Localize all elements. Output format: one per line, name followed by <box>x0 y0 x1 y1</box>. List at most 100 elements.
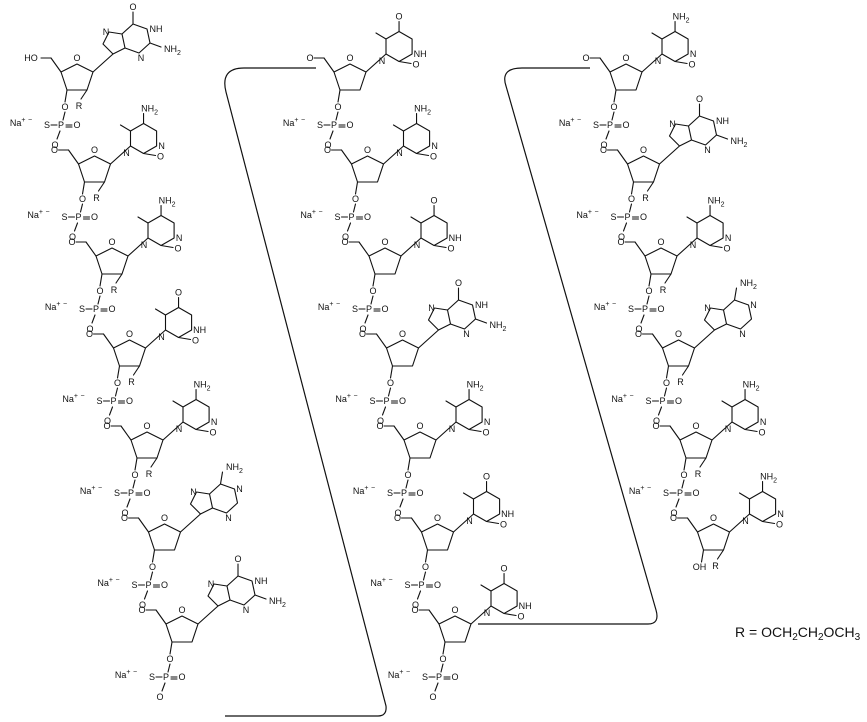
svg-text:O: O <box>635 324 642 334</box>
svg-text:S: S <box>628 304 634 314</box>
svg-text:N: N <box>777 509 784 519</box>
svg-text:Na+ −: Na+ − <box>10 117 32 128</box>
svg-text:O: O <box>210 428 217 438</box>
svg-text:N: N <box>739 329 746 339</box>
strand-connectors <box>224 67 658 717</box>
svg-text:O: O <box>617 237 624 247</box>
svg-text:NH: NH <box>475 300 488 310</box>
svg-text:O: O <box>451 605 458 615</box>
svg-text:O: O <box>640 212 647 222</box>
svg-text:O: O <box>483 428 490 438</box>
svg-text:Na+ −: Na+ − <box>353 485 375 496</box>
svg-text:N: N <box>742 516 749 526</box>
svg-text:P: P <box>128 488 134 498</box>
svg-text:P: P <box>163 672 169 682</box>
svg-text:O: O <box>161 513 168 523</box>
svg-text:P: P <box>642 304 648 314</box>
connector-strand1-strand2 <box>224 67 387 717</box>
svg-text:O: O <box>131 470 138 480</box>
svg-text:NH2: NH2 <box>760 472 777 485</box>
svg-text:O: O <box>161 580 168 590</box>
svg-text:P: P <box>624 212 630 222</box>
svg-text:NH2: NH2 <box>740 278 757 291</box>
svg-text:NH2: NH2 <box>490 320 507 333</box>
svg-text:NH2: NH2 <box>226 462 243 475</box>
svg-text:S: S <box>422 672 428 682</box>
svg-text:O: O <box>121 508 128 518</box>
svg-text:N: N <box>466 516 473 526</box>
svg-text:O: O <box>334 102 341 112</box>
svg-text:O: O <box>178 672 185 682</box>
svg-text:NH2: NH2 <box>673 12 690 25</box>
svg-text:O: O <box>430 152 437 162</box>
svg-text:P: P <box>366 304 372 314</box>
svg-text:O: O <box>342 232 349 242</box>
svg-text:O: O <box>439 654 446 664</box>
svg-text:N: N <box>449 424 456 434</box>
svg-text:P: P <box>677 488 683 498</box>
svg-text:N: N <box>484 608 491 618</box>
svg-text:R: R <box>111 285 118 295</box>
svg-text:O: O <box>501 564 508 574</box>
svg-text:O: O <box>126 396 133 406</box>
svg-text:O: O <box>483 472 490 482</box>
svg-text:O: O <box>422 562 429 572</box>
svg-text:O: O <box>696 94 703 104</box>
svg-text:Na+ −: Na+ − <box>115 669 137 680</box>
svg-text:O: O <box>324 145 331 155</box>
svg-text:N: N <box>414 240 421 250</box>
svg-text:NH2: NH2 <box>194 380 211 393</box>
svg-text:P: P <box>93 304 99 314</box>
svg-text:N: N <box>158 141 165 151</box>
svg-text:S: S <box>663 488 669 498</box>
svg-text:O: O <box>138 605 145 615</box>
svg-text:O: O <box>413 60 420 70</box>
svg-text:R: R <box>695 469 702 479</box>
svg-text:N: N <box>176 424 183 434</box>
svg-text:O: O <box>600 140 607 150</box>
connector-strand2-strand3 <box>478 67 658 625</box>
svg-text:R: R <box>712 561 719 571</box>
svg-text:NH: NH <box>449 233 462 243</box>
svg-text:P: P <box>436 672 442 682</box>
svg-text:N: N <box>379 56 386 66</box>
svg-text:O: O <box>381 237 388 247</box>
svg-text:O: O <box>724 244 731 254</box>
svg-text:O: O <box>675 329 682 339</box>
svg-text:O: O <box>108 304 115 314</box>
svg-text:O: O <box>51 140 58 150</box>
svg-text:O: O <box>324 140 331 150</box>
svg-text:O: O <box>455 278 462 288</box>
svg-text:R: R <box>93 193 100 203</box>
svg-text:P: P <box>75 212 81 222</box>
svg-text:O: O <box>670 513 677 523</box>
svg-text:N: N <box>690 240 697 250</box>
svg-text:N: N <box>760 417 767 427</box>
svg-text:NH: NH <box>150 24 163 34</box>
svg-text:P: P <box>331 120 337 130</box>
terminal-3-oxygen: O <box>429 692 436 702</box>
svg-text:O: O <box>192 336 199 346</box>
svg-text:S: S <box>149 672 155 682</box>
svg-text:S: S <box>593 120 599 130</box>
svg-text:O: O <box>404 470 411 480</box>
svg-text:O: O <box>157 152 164 162</box>
svg-text:O: O <box>79 194 86 204</box>
terminal-3-oxygen: O <box>156 692 163 702</box>
svg-text:O: O <box>103 421 110 431</box>
svg-text:O: O <box>341 237 348 247</box>
svg-text:NH2: NH2 <box>708 196 725 209</box>
svg-text:O: O <box>416 421 423 431</box>
svg-text:S: S <box>96 396 102 406</box>
svg-text:Na+ −: Na+ − <box>318 301 340 312</box>
svg-text:O: O <box>359 324 366 334</box>
svg-text:O: O <box>399 329 406 339</box>
svg-text:Na+ −: Na+ − <box>283 117 305 128</box>
svg-text:O: O <box>381 304 388 314</box>
